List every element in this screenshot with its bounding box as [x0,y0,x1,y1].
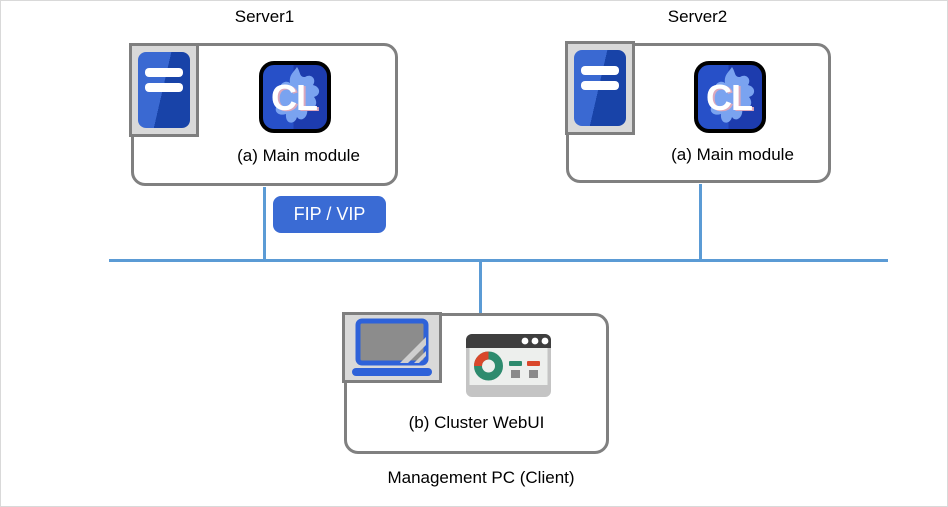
window-dot [531,337,539,345]
window-dot [541,337,549,345]
connector-server1 [263,187,266,259]
server-rack-panel [574,50,626,126]
cl-text-shadow: CL [708,78,754,119]
server2-module-label: (a) Main module [671,145,794,164]
server-rack-panel [138,52,190,128]
connector-management-pc [479,262,482,313]
server-rack-slot [581,66,619,75]
cl-text: CL [706,77,752,118]
webui-browser-icon [466,334,551,397]
management-pc-caption: Management PC (Client) [387,468,575,487]
laptop-icon [342,312,442,383]
chart-bar-gray [529,370,538,378]
server1-title: Server1 [234,7,295,26]
cluster-module-icon: CL CL [694,61,766,133]
server-rack-slot [145,68,183,77]
window-header [466,334,551,348]
network-line [109,259,888,262]
cl-text: CL [271,77,317,118]
server2-title: Server2 [667,7,728,26]
connector-server2 [699,184,702,259]
cl-text-shadow: CL [273,78,319,119]
cluster-module-icon: CL CL [259,61,331,133]
server-rack-slot [145,83,183,92]
chart-bar-red [527,361,540,366]
window-dot [521,337,529,345]
chart-bar-gray [511,370,520,378]
fip-vip-badge: FIP / VIP [273,196,386,233]
server-rack-icon [565,41,635,135]
server-rack-icon [129,43,199,137]
gear-shape [273,67,320,123]
chart-bar-teal [509,361,522,366]
server1-module-label: (a) Main module [237,146,360,165]
donut-slice [474,351,489,367]
server-rack-slot [581,81,619,90]
laptop-glyph [352,318,432,376]
gear-shape [708,67,755,123]
webui-label: (b) Cluster WebUI [408,413,545,432]
